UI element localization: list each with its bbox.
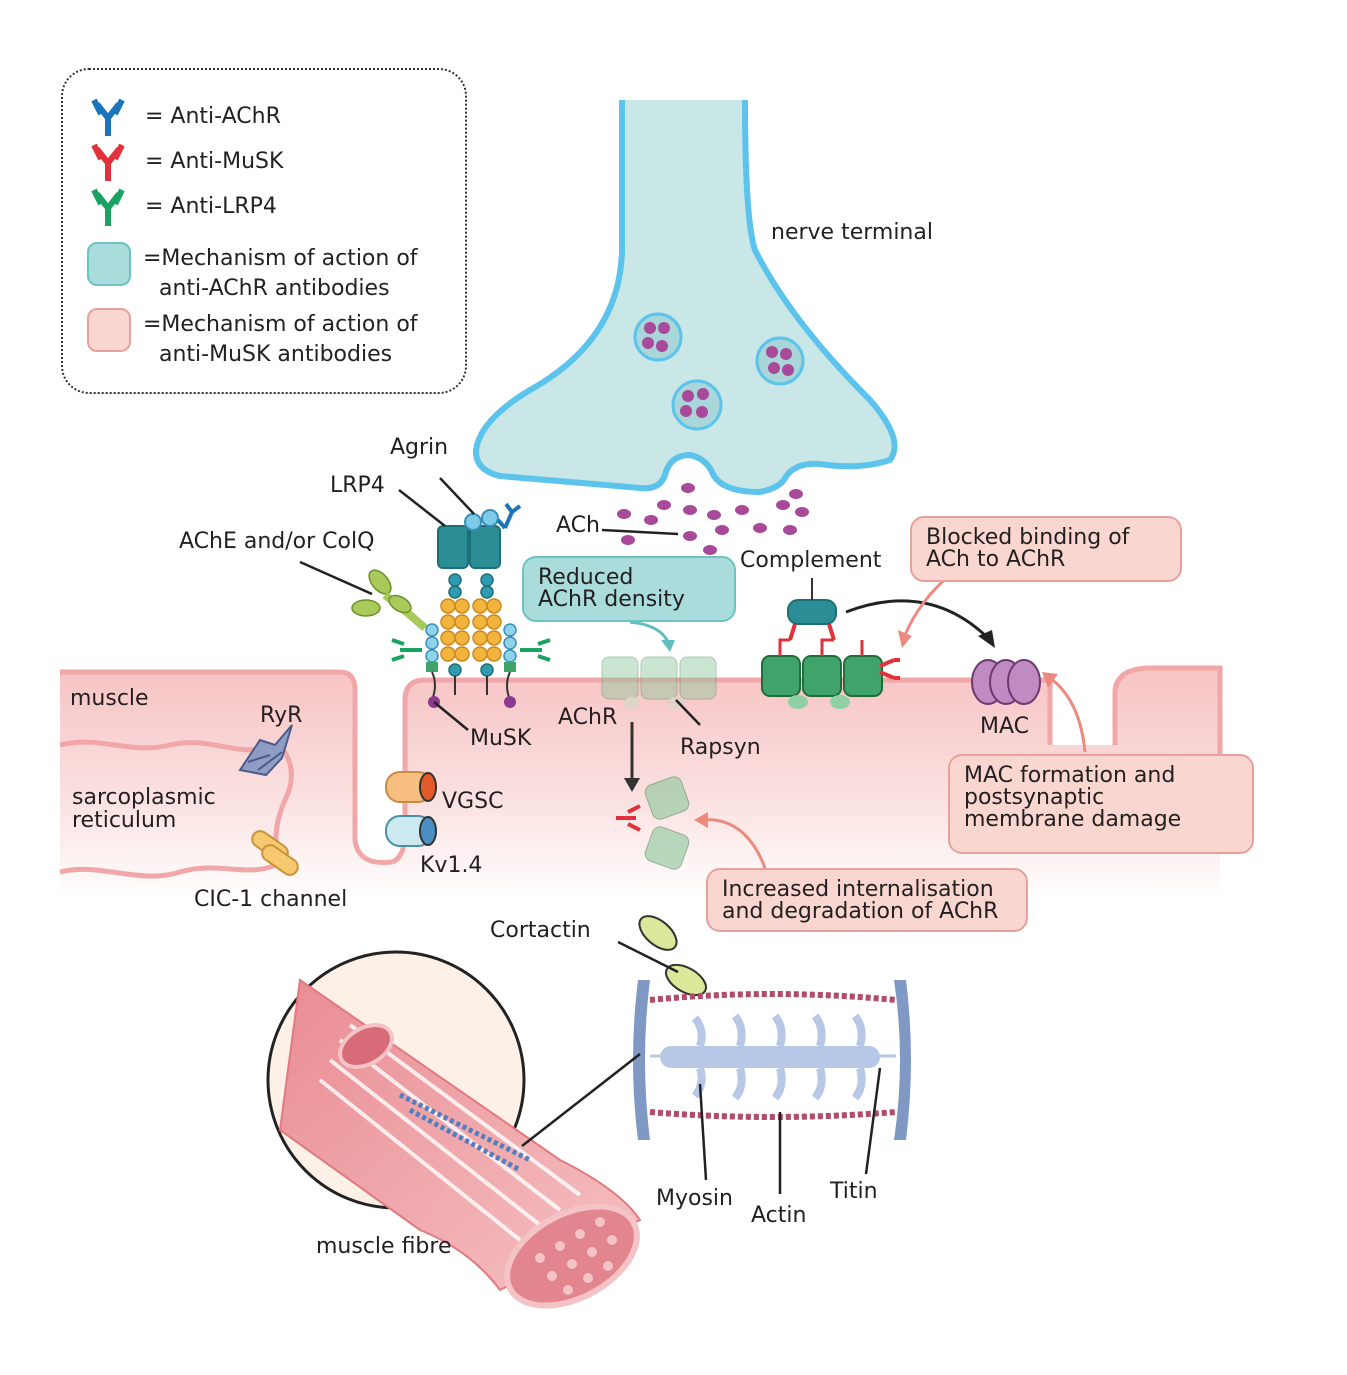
ache-colq	[351, 569, 428, 632]
callout-blocked-binding: Blocked binding of ACh to AChR	[910, 516, 1182, 582]
callout-reduced-density: Reduced AChR density	[522, 556, 736, 622]
callout-mac-formation: MAC formation and postsynaptic membrane …	[948, 754, 1254, 854]
label-lrp4: LRP4	[330, 473, 385, 498]
legend-label-achr-mechanism: =Mechanism of action of anti-AChR antibo…	[143, 246, 418, 301]
label-reticulum: reticulum	[72, 808, 177, 833]
synaptic-vesicles	[633, 312, 805, 431]
label-muscle-fibre: muscle fibre	[316, 1234, 452, 1259]
label-rapsyn: Rapsyn	[680, 735, 761, 760]
label-actin: Actin	[751, 1203, 807, 1228]
label-cortactin: Cortactin	[490, 918, 591, 943]
faded-achr-cluster	[601, 656, 717, 709]
label-ryr: RyR	[260, 703, 303, 728]
vesicle	[633, 312, 683, 362]
legend-swatch-musk-mechanism	[87, 308, 131, 352]
anti-musk-antibody-icon	[91, 143, 125, 181]
legend: = Anti-AChR = Anti-MuSK = Anti-LRP4 =Mec…	[61, 68, 467, 394]
leader-lines	[299, 477, 882, 1194]
legend-label-anti-lrp4: = Anti-LRP4	[145, 194, 277, 219]
cortactin	[638, 915, 707, 997]
vesicle	[755, 336, 805, 386]
label-ache-colq: AChE and/or ColQ	[179, 529, 375, 554]
complement-achr-complex	[761, 578, 995, 709]
lrp4-musk-complex	[391, 502, 551, 708]
muscle-fibre-illustration	[266, 950, 642, 1309]
vgsc-channel	[385, 771, 437, 803]
label-titin: Titin	[830, 1179, 878, 1204]
label-musk: MuSK	[470, 726, 532, 751]
kv14-channel	[385, 815, 437, 847]
mac	[971, 659, 1041, 705]
label-agrin: Agrin	[390, 435, 449, 460]
label-muscle: muscle	[70, 686, 149, 711]
label-cic1-channel: CIC-1 channel	[194, 887, 348, 912]
sarcomere	[633, 980, 911, 1140]
anti-achr-antibody-icon	[91, 98, 125, 136]
label-ach: ACh	[556, 513, 600, 538]
label-achr: AChR	[558, 705, 618, 730]
nerve-terminal	[472, 99, 898, 496]
legend-label-anti-musk: = Anti-MuSK	[145, 149, 284, 174]
anti-lrp4-antibody-icon	[91, 188, 125, 226]
ach-molecules	[617, 483, 809, 555]
vesicle	[671, 379, 723, 431]
internalised-achr	[616, 722, 690, 870]
legend-label-anti-achr: = Anti-AChR	[145, 104, 281, 129]
label-sarcoplasmic: sarcoplasmic	[72, 785, 216, 810]
label-complement: Complement	[740, 548, 882, 573]
cic1-channel	[251, 830, 299, 876]
label-mac: MAC	[980, 714, 1030, 739]
callout-internalisation: Increased internalisation and degradatio…	[706, 868, 1028, 932]
label-kv14: Kv1.4	[420, 853, 483, 878]
label-nerve-terminal: nerve terminal	[771, 220, 933, 245]
annotation-arrows	[629, 573, 1087, 869]
legend-label-musk-mechanism: =Mechanism of action of anti-MuSK antibo…	[143, 312, 418, 367]
label-vgsc: VGSC	[442, 789, 504, 814]
muscle-membrane	[59, 665, 1223, 900]
legend-swatch-achr-mechanism	[87, 242, 131, 286]
ryr-channel	[238, 724, 293, 777]
label-myosin: Myosin	[656, 1186, 733, 1211]
